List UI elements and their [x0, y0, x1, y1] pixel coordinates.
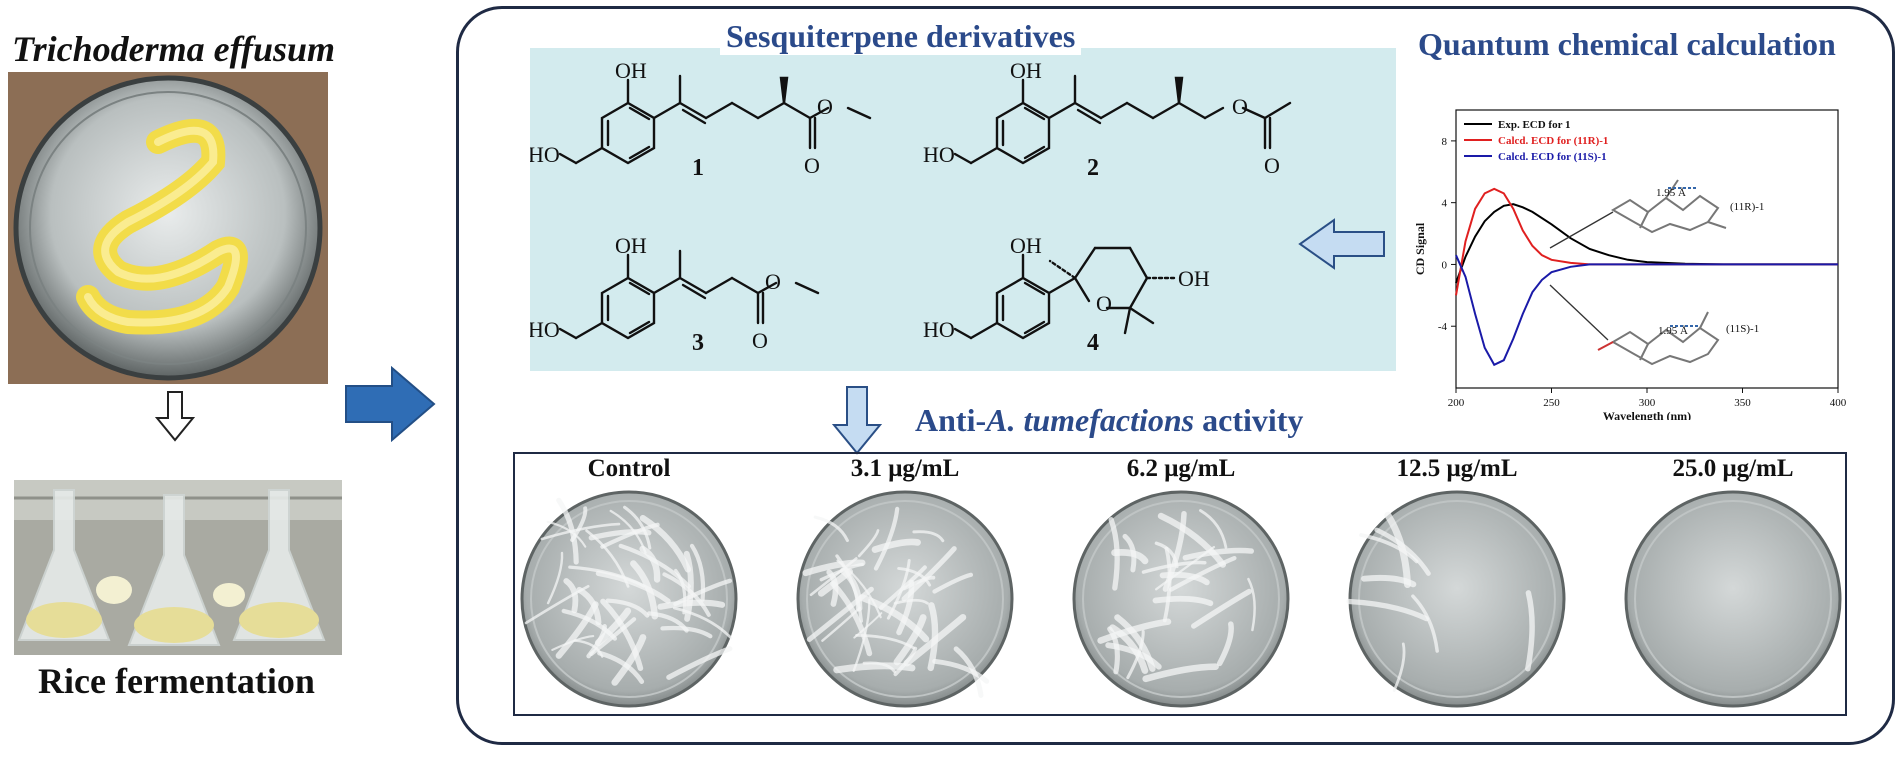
x-tick-label: 200	[1448, 397, 1465, 409]
y-tick-label: 8	[1442, 136, 1448, 148]
legend-label-1: Calcd. ECD for (11R)-1	[1498, 135, 1608, 147]
activity-title-organism: A. tumefactions	[986, 402, 1195, 438]
plate-label-0: Control	[587, 455, 671, 482]
plates-box	[513, 452, 1847, 716]
x-tick-label: 350	[1734, 397, 1751, 409]
ester-o-2: O	[1232, 94, 1248, 119]
x-tick-label: 400	[1830, 397, 1847, 409]
ring-o-4: O	[1096, 291, 1112, 316]
series-line-2	[1455, 254, 1838, 367]
pointer-11r	[1549, 211, 1614, 249]
down-arrow-hollow	[155, 391, 195, 442]
compounds-title: Sesquiterpene derivatives	[720, 18, 1082, 55]
plate-label-4: 25.0 μg/mL	[1672, 455, 1794, 482]
petri-plate-1	[796, 490, 1014, 708]
compound-4-number: 4	[1087, 330, 1099, 356]
x-tick-label: 300	[1639, 397, 1656, 409]
compound-1-oh-label: OH	[615, 58, 647, 83]
compound-1-number: 1	[692, 155, 704, 181]
plate-label-1: 3.1 μg/mL	[850, 455, 960, 482]
activity-title-prefix: Anti-	[915, 402, 987, 438]
ester-o-3b: O	[752, 328, 768, 353]
rice-fermentation-image	[14, 480, 342, 655]
legend-label-2: Calcd. ECD for (11S)-1	[1498, 151, 1607, 163]
compound-structures: OH HO O O OH HO O O OH HO O O OH HO O OH…	[530, 58, 1292, 356]
petri-plate-2	[1072, 490, 1290, 708]
legend-label-0: Exp. ECD for 1	[1498, 119, 1571, 131]
compound-4-oh-label: OH	[1010, 233, 1042, 258]
compound-3-structure	[558, 249, 820, 340]
compound-3-number: 3	[692, 330, 704, 356]
y-tick-label: 4	[1442, 198, 1448, 210]
compound-2-oh-label: OH	[1010, 58, 1042, 83]
ester-o-2b: O	[1264, 153, 1280, 178]
annotation-label-11r: (11R)-1	[1730, 201, 1764, 213]
compounds-box	[530, 48, 1396, 371]
activity-title-suffix: activity	[1194, 402, 1304, 438]
compound-4-structure	[953, 246, 1177, 340]
ester-o-3: O	[765, 269, 781, 294]
conformer-11r-inset	[1611, 179, 1727, 234]
compound-2-number: 2	[1087, 155, 1099, 181]
down-arrow-light	[832, 386, 882, 455]
organism-title: Trichoderma effusum	[12, 29, 336, 69]
activity-title: Anti-A. tumefactions activity	[915, 402, 1303, 439]
calc-title: Quantum chemical calculation	[1418, 26, 1836, 62]
conformer-11s-inset	[1597, 311, 1720, 366]
petri-dish-image	[8, 72, 328, 384]
ester-o-1: O	[817, 94, 833, 119]
petri-plate-4	[1624, 490, 1842, 708]
compound-4-oh2-label: OH	[1178, 266, 1210, 291]
compound-2-ho-label: HO	[923, 142, 955, 167]
annotation-bond-11r: 1.95 Å	[1656, 187, 1686, 199]
x-axis-label: Wavelength (nm)	[1603, 409, 1691, 420]
plate-label-3: 12.5 μg/mL	[1396, 455, 1518, 482]
right-arrow-big	[345, 366, 436, 442]
main-panel-frame	[456, 6, 1895, 745]
pointer-11s	[1549, 284, 1609, 341]
y-axis-label: CD Signal	[1413, 222, 1427, 275]
compound-3-ho-label: HO	[530, 317, 560, 342]
annotation-bond-11s: 1.95 Å	[1658, 325, 1688, 337]
x-tick-label: 250	[1543, 397, 1560, 409]
left-arrow-light	[1298, 218, 1385, 270]
ester-o-1b: O	[804, 153, 820, 178]
compound-1-ho-label: HO	[530, 142, 560, 167]
process-title: Rice fermentation	[38, 661, 315, 701]
compound-1-structure	[558, 74, 872, 165]
petri-plate-3	[1346, 490, 1566, 708]
annotation-label-11s: (11S)-1	[1726, 323, 1759, 335]
y-tick-label: -4	[1438, 321, 1448, 333]
compound-3-oh-label: OH	[615, 233, 647, 258]
y-tick-label: 0	[1442, 259, 1448, 271]
compound-2-structure	[953, 74, 1292, 165]
plate-label-2: 6.2 μg/mL	[1126, 455, 1236, 482]
compound-4-ho-label: HO	[923, 317, 955, 342]
petri-plate-0	[520, 490, 738, 708]
